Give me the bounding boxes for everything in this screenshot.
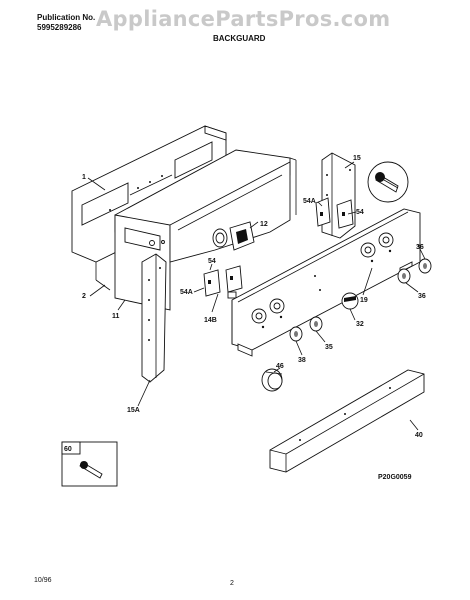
callout-35: 35 — [325, 344, 333, 351]
backguard-frame — [114, 149, 297, 311]
callout-40: 40 — [415, 432, 423, 439]
footer-page: 2 — [230, 580, 234, 587]
screw-inset — [367, 161, 409, 203]
callout-60: 60 — [64, 446, 72, 453]
timer-knob — [261, 368, 283, 392]
callout-12: 12 — [260, 221, 268, 228]
callout-54a-left: 54A — [180, 289, 193, 296]
switch-left — [203, 265, 243, 299]
callout-15a: 15A — [127, 407, 140, 414]
rear-panel — [71, 125, 227, 291]
footer-date: 10/96 — [34, 577, 52, 584]
callout-54-right: 54 — [356, 209, 364, 216]
clock-timer — [212, 221, 255, 251]
leader-lines — [87, 161, 426, 431]
publication-label: Publication No. — [37, 13, 96, 22]
watermark: AppliancePartsPros.com — [96, 7, 391, 31]
callout-1: 1 — [82, 174, 86, 181]
callout-46: 46 — [276, 363, 284, 370]
trim-strip — [269, 369, 425, 473]
callout-36-bottom: 36 — [418, 293, 426, 300]
left-end-cap — [141, 253, 167, 383]
callout-54-left: 54 — [208, 258, 216, 265]
switch-right — [315, 197, 354, 229]
control-knobs — [289, 258, 432, 342]
callout-32: 32 — [356, 321, 364, 328]
callout-38: 38 — [298, 357, 306, 364]
callout-11: 11 — [112, 313, 120, 320]
callout-19: 19 — [360, 297, 368, 304]
callout-15: 15 — [353, 155, 361, 162]
control-panel — [231, 208, 421, 357]
callout-2: 2 — [82, 293, 86, 300]
callout-14b: 14B — [204, 317, 217, 324]
callout-54a-right: 54A — [303, 198, 316, 205]
publication-number: 5995289286 — [37, 23, 82, 32]
callout-36-top: 36 — [416, 244, 424, 251]
section-title: BACKGUARD — [213, 34, 266, 43]
drawing-code: P20G0059 — [378, 474, 412, 481]
inset-60 — [61, 441, 118, 487]
